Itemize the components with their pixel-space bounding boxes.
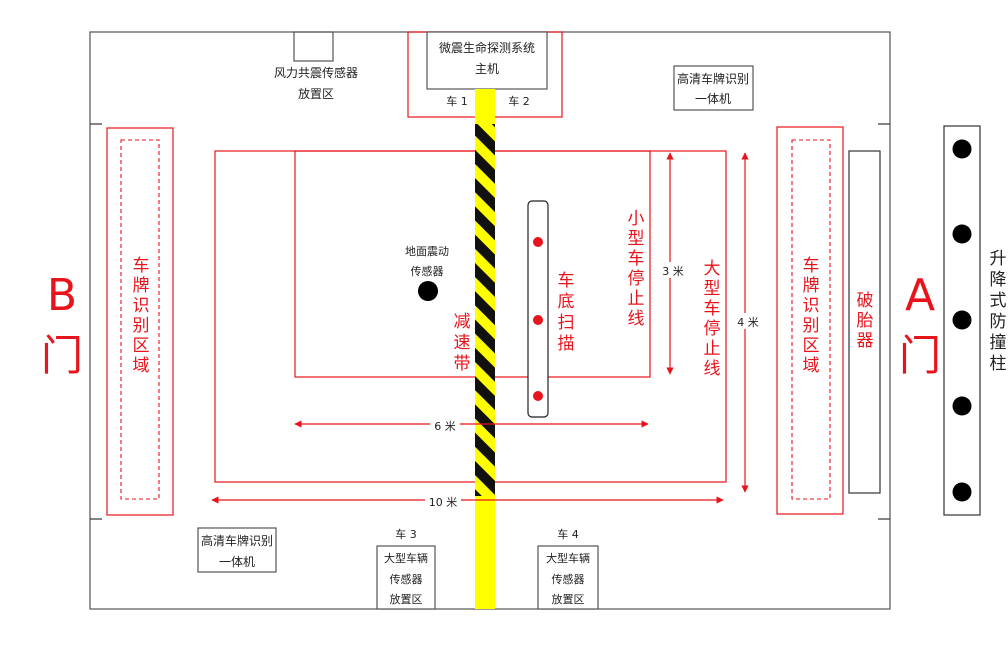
plate-zone-left (106, 127, 174, 516)
car1-label: 车 1 (446, 94, 468, 108)
car4-label: 车 4 (557, 527, 579, 541)
bollard-3 (952, 310, 972, 330)
large-sensor-zone-right (537, 545, 599, 610)
bollard-1 (952, 139, 972, 159)
bollard-5 (952, 482, 972, 502)
dim-10m-bg (425, 493, 461, 509)
bollard-2 (952, 224, 972, 244)
large-sensor-zone-left (376, 545, 436, 610)
scanner-light-1 (533, 237, 543, 247)
ground-sensor-label-1: 地面震动 (405, 245, 449, 258)
scanner-light-2 (533, 315, 543, 325)
plate-zone-right-label: 车牌识别区域 (803, 256, 820, 376)
underbody-scan-label: 车底扫描 (558, 271, 575, 354)
host-label-1: 微震生命探测系统 (439, 40, 535, 55)
wind-sensor-label-2: 放置区 (298, 86, 334, 101)
wind-sensor-box (293, 31, 334, 62)
small-vehicle-stop-area (294, 150, 651, 378)
gate-b-letter: B (47, 270, 77, 321)
dim-3m-label: 3 米 (662, 265, 684, 278)
dim-4m-bg (735, 313, 763, 329)
ground-vibration-sensor (418, 281, 438, 301)
hd-camera-top (673, 65, 754, 111)
hd-camera-bottom-label-1: 高清车牌识别 (201, 533, 273, 548)
gate-b-char: 门 (41, 331, 83, 380)
plate-zone-left-inner (120, 139, 160, 500)
host-label-2: 主机 (475, 62, 499, 76)
hd-camera-top-label-2: 一体机 (695, 92, 731, 106)
underbody-scanner (527, 200, 549, 418)
dim-6m-bg (430, 417, 460, 433)
scanner-light-3 (533, 391, 543, 401)
wind-sensor-label-1: 风力共震传感器 (274, 65, 358, 80)
plate-zone-right-inner (791, 139, 831, 500)
host-unit (426, 31, 548, 90)
dim-3m-bg (660, 262, 688, 278)
ground-sensor-label-2: 传感器 (411, 265, 444, 278)
large-stop-line-label: 大型车停止线 (704, 259, 721, 379)
bollard-4 (952, 396, 972, 416)
large-sensor-right-label-2: 传感器 (552, 573, 585, 586)
hd-camera-top-label-1: 高清车牌识别 (677, 71, 749, 86)
small-stop-line-label: 小型车停止线 (628, 209, 645, 329)
speed-bump (475, 124, 495, 496)
gate-a-letter: A (905, 270, 935, 321)
car2-label: 车 2 (508, 94, 530, 108)
hd-camera-bottom (197, 527, 277, 573)
tire-breaker-label: 破胎器 (857, 291, 874, 351)
large-sensor-left-label-1: 大型车辆 (384, 551, 428, 565)
speed-bump-label: 减速带 (454, 312, 471, 374)
gate-a-char: 门 (899, 331, 941, 380)
dim-10m-label: 10 米 (429, 496, 458, 509)
plate-zone-right (776, 126, 844, 515)
large-vehicle-stop-area (214, 150, 727, 483)
large-sensor-right-label-3: 放置区 (552, 592, 585, 606)
bollard-label: 升降式防撞柱 (990, 249, 1007, 374)
hd-camera-bottom-label-2: 一体机 (219, 555, 255, 569)
dim-4m-label: 4 米 (737, 316, 759, 329)
large-sensor-right-label-1: 大型车辆 (546, 551, 590, 565)
large-sensor-left-label-2: 传感器 (390, 573, 423, 586)
car3-label: 车 3 (395, 527, 417, 541)
tire-breaker (848, 150, 881, 494)
plate-zone-left-label: 车牌识别区域 (133, 256, 150, 376)
dim-6m-label: 6 米 (434, 420, 456, 433)
large-sensor-left-label-3: 放置区 (390, 592, 423, 606)
